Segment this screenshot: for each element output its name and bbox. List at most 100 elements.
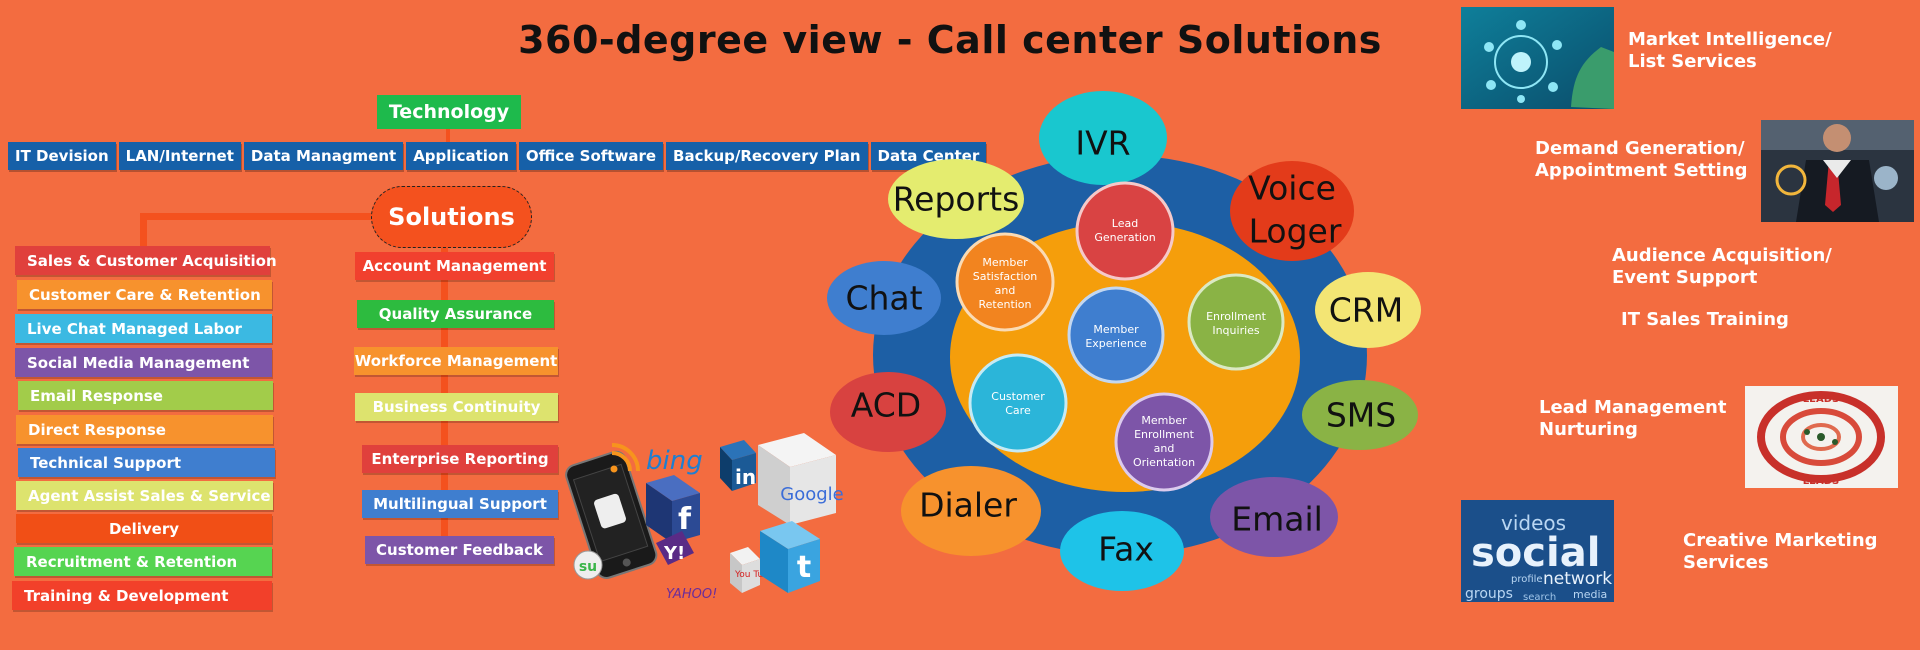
svg-text:Reports: Reports [893,180,1020,219]
solution-email-response[interactable]: Email Response [18,381,273,410]
svg-text:Retention: Retention [978,298,1031,311]
inner-lead-generation[interactable]: Lead Generation [1075,181,1175,281]
channel-crm[interactable]: CRM [1315,272,1421,348]
svg-text:Fax: Fax [1098,530,1154,569]
solution-customer-care-retention[interactable]: Customer Care & Retention [17,280,272,309]
leads-image: LEADS LEADS [1745,386,1898,488]
svg-text:Loger: Loger [1249,212,1342,251]
tech-item-it-devision[interactable]: IT Devision [8,142,116,170]
inner-member-enrollment[interactable]: Member Enrollment and Orientation [1114,392,1214,492]
channel-reports[interactable]: Reports [888,159,1024,239]
svg-text:media: media [1573,588,1607,601]
svg-text:IVR: IVR [1075,124,1130,163]
svg-text:Lead: Lead [1112,217,1138,230]
solution-account-management[interactable]: Account Management [355,252,554,280]
inner-member-experience[interactable]: Member Experience [1067,286,1165,384]
svg-text:Dialer: Dialer [919,486,1017,525]
service-audience-acquisition[interactable]: Audience Acquisition/ Event Support [1612,245,1832,288]
tech-item-backup-recovery[interactable]: Backup/Recovery Plan [666,142,868,170]
solution-technical-support[interactable]: Technical Support [18,448,275,477]
service-it-sales-training[interactable]: IT Sales Training [1621,309,1789,330]
solution-enterprise-reporting[interactable]: Enterprise Reporting [362,445,558,473]
solution-live-chat[interactable]: Live Chat Managed Labor [15,314,272,343]
solution-social-media[interactable]: Social Media Management [15,348,272,377]
channel-ivr[interactable]: IVR [1039,91,1167,185]
channel-chat[interactable]: Chat [827,261,941,335]
svg-text:Experience: Experience [1085,337,1147,350]
solution-recruitment-retention[interactable]: Recruitment & Retention [14,547,272,576]
svg-text:Inquiries: Inquiries [1212,324,1260,337]
market-intelligence-image [1461,7,1614,109]
facebook-icon: f [646,475,700,543]
svg-text:profile: profile [1511,574,1543,585]
solutions-hub[interactable]: Solutions [371,186,532,248]
svg-text:su: su [579,559,597,575]
svg-text:Satisfaction: Satisfaction [973,270,1038,283]
social-network-image: videos social network media profile grou… [1461,500,1614,602]
solution-customer-feedback[interactable]: Customer Feedback [365,536,554,564]
twitter-icon: t [760,521,820,593]
yahoo-icon: Y! YAHOO! [656,531,717,602]
svg-text:Enrollment: Enrollment [1134,428,1194,441]
solution-delivery[interactable]: Delivery [16,514,272,543]
technology-row: IT Devision LAN/Internet Data Managment … [8,142,987,170]
svg-text:f: f [678,502,692,537]
page-title: 360-degree view - Call center Solutions [518,18,1382,62]
solution-direct-response[interactable]: Direct Response [16,415,273,444]
svg-text:LEADS: LEADS [1803,394,1839,405]
channel-acd[interactable]: ACD [830,372,946,452]
svg-text:in: in [735,465,756,489]
solutions-connector-horizontal [140,213,372,220]
service-demand-generation[interactable]: Demand Generation/ Appointment Setting [1535,138,1748,181]
stumbleupon-icon: su [573,550,603,580]
svg-text:ACD: ACD [851,386,921,425]
channel-dialer[interactable]: Dialer [901,466,1041,556]
tech-item-lan-internet[interactable]: LAN/Internet [118,142,241,170]
service-market-intelligence[interactable]: Market Intelligence/ List Services [1628,29,1832,72]
channel-sms[interactable]: SMS [1302,380,1418,450]
google-icon: Google [758,433,844,525]
businessman-image [1761,120,1914,222]
svg-text:network: network [1543,569,1612,589]
svg-text:Generation: Generation [1094,231,1155,244]
svg-text:Care: Care [1005,404,1031,417]
technology-header[interactable]: Technology [377,95,521,129]
solution-agent-assist[interactable]: Agent Assist Sales & Service [16,481,273,510]
svg-text:Orientation: Orientation [1133,456,1195,469]
svg-text:CRM: CRM [1329,291,1403,330]
youtube-icon: You Tube [730,547,775,593]
svg-text:YAHOO!: YAHOO! [666,587,717,602]
channel-fax[interactable]: Fax [1060,511,1184,591]
svg-text:Email: Email [1231,500,1323,539]
svg-text:Y!: Y! [663,543,685,564]
svg-text:t: t [797,550,811,585]
smartphone-icon [565,450,658,580]
tech-item-application[interactable]: Application [406,142,516,170]
service-creative-marketing[interactable]: Creative Marketing Services [1683,530,1878,573]
svg-text:videos: videos [1501,511,1566,535]
svg-text:and: and [1154,442,1175,455]
svg-text:Google: Google [780,484,843,505]
tech-item-data-managment[interactable]: Data Managment [243,142,404,170]
social-media-cluster: bing in Google f Y! YAHOO! You Tube t [565,433,844,602]
svg-text:You Tube: You Tube [734,570,775,580]
svg-text:Enrollment: Enrollment [1206,310,1266,323]
inner-customer-care[interactable]: Customer Care [968,353,1068,453]
solution-sales-customer-acquisition[interactable]: Sales & Customer Acquisition [15,246,277,275]
solution-training-development[interactable]: Training & Development [12,581,272,610]
solution-workforce-management[interactable]: Workforce Management [354,347,558,375]
tech-item-office-software[interactable]: Office Software [518,142,664,170]
solution-quality-assurance[interactable]: Quality Assurance [357,300,554,328]
bing-logo: bing [646,446,703,476]
solution-business-continuity[interactable]: Business Continuity [355,393,558,421]
channel-voice-loger[interactable]: Voice Loger [1230,161,1354,261]
svg-text:Chat: Chat [845,279,922,318]
svg-text:search: search [1523,592,1556,602]
inner-enrollment-inquiries[interactable]: Enrollment Inquiries [1187,273,1285,371]
svg-text:Voice: Voice [1248,169,1336,208]
channel-diagram: IVR Reports Voice Loger Chat CRM ACD SMS… [827,91,1421,591]
service-lead-management[interactable]: Lead Management Nurturing [1539,397,1727,440]
solution-multilingual-support[interactable]: Multilingual Support [362,490,558,518]
channel-email[interactable]: Email [1210,477,1338,557]
inner-member-satisfaction[interactable]: Member Satisfaction and Retention [955,232,1055,332]
